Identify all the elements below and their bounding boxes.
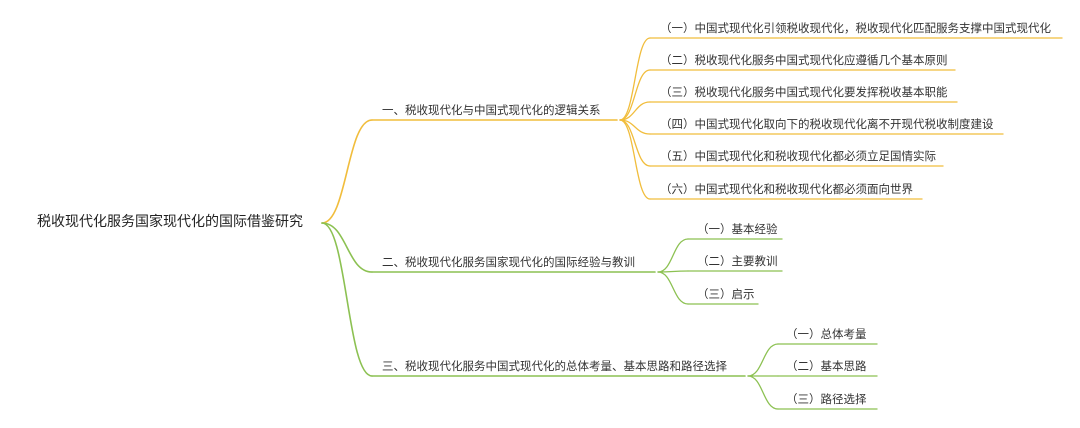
root-to-branch-2-curve [321,222,373,273]
branch-1-child-5[interactable]: （五）中国式现代化和税收现代化都必须立足国情实际 [660,149,936,163]
root-to-branch-3-curve [321,222,373,377]
root-node[interactable]: 税收现代化服务国家现代化的国际借鉴研究 [37,214,303,230]
branch-1-child-6[interactable]: （六）中国式现代化和税收现代化都必须面向世界 [660,182,913,196]
branch-1-child-3[interactable]: （三）税收现代化服务中国式现代化要发挥税收基本职能 [660,85,948,99]
branch-2-child-1-curve [657,238,689,273]
branch-2-child-3-curve [657,271,689,305]
branch-1-child-2-curve [619,69,651,121]
branch-1-child-1[interactable]: （一）中国式现代化引领税收现代化，税收现代化匹配服务支撑中国式现代化 [660,21,1051,35]
branch-1-node[interactable]: 一、税收现代化与中国式现代化的逻辑关系 [382,103,601,117]
branch-1-child-2[interactable]: （二）税收现代化服务中国式现代化应遵循几个基本原则 [660,53,948,67]
branch-2-node[interactable]: 二、税收现代化服务国家现代化的国际经验与教训 [382,255,635,269]
branch-3-child-3-curve [747,375,779,410]
branch-2-child-3[interactable]: （三）启示 [697,287,755,301]
branch-3-node[interactable]: 三、税收现代化服务中国式现代化的总体考量、基本思路和路径选择 [382,359,727,373]
branch-2-child-2[interactable]: （二）主要教训 [697,254,778,268]
branch-3-child-1[interactable]: （一）总体考量 [786,327,867,341]
branch-3-child-3[interactable]: （三）路径选择 [786,392,867,406]
branch-1-child-6-curve [619,119,651,200]
branch-3-child-2[interactable]: （二）基本思路 [786,359,867,373]
branch-1-child-3-curve [619,101,651,121]
branch-1-child-4[interactable]: （四）中国式现代化取向下的税收现代化离不开现代税收制度建设 [660,117,994,131]
root-to-branch-1-curve [321,119,373,224]
branch-2-child-1[interactable]: （一）基本经验 [697,222,778,236]
branch-1-child-1-curve [619,37,651,121]
branch-3-child-1-curve [747,343,779,377]
